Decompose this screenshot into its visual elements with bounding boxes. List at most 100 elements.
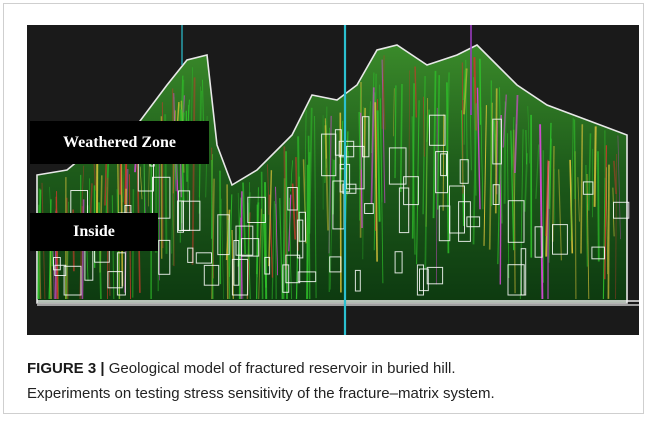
fracture-line <box>442 114 445 211</box>
fracture-line <box>479 58 482 125</box>
fracture-outline-block <box>591 246 606 260</box>
fracture-line <box>570 117 574 241</box>
fracture-line <box>511 116 515 171</box>
fracture-outline-block <box>435 151 449 194</box>
fracture-outline-block <box>240 238 260 257</box>
fracture-line <box>283 146 287 270</box>
fracture-outline-block <box>297 271 317 283</box>
caption-text-1: Geological model of fractured reservoir … <box>104 360 456 377</box>
fracture-line <box>382 79 386 130</box>
fracture-outline-block <box>354 269 361 292</box>
fracture-outline-block <box>394 251 403 274</box>
fracture-outline-block <box>507 264 525 296</box>
fracture-line <box>502 94 508 148</box>
fracture-outline-block <box>107 271 123 289</box>
fracture-outline-block <box>458 201 471 242</box>
fracture-line <box>381 55 385 129</box>
fracture-outline-block <box>582 181 594 195</box>
fracture-outline-block <box>282 264 290 293</box>
fracture-outline-block <box>398 187 410 234</box>
fracture-line <box>605 167 608 275</box>
fracture-outline-block <box>233 240 240 286</box>
fracture-line <box>267 164 270 215</box>
fracture-line <box>380 98 384 284</box>
fracture-line <box>379 84 383 203</box>
fracture-line <box>423 96 425 157</box>
fracture-line <box>258 208 262 300</box>
fracture-line <box>359 112 363 229</box>
fracture-line <box>288 197 292 300</box>
fracture-outline-block <box>264 256 271 275</box>
fracture-outline-block <box>152 176 171 219</box>
fracture-outline-block <box>534 226 543 258</box>
fracture-line <box>220 198 224 300</box>
fracture-line <box>463 68 468 115</box>
figure-frame: Weathered Zone Inside FIGURE 3 | Geologi… <box>3 3 644 414</box>
fracture-outline-block <box>203 264 220 286</box>
fracture-line <box>275 186 278 276</box>
fracture-line <box>539 124 544 300</box>
fracture-model-render <box>36 25 639 335</box>
fracture-line <box>374 102 378 262</box>
fracture-outline-block <box>296 219 304 259</box>
fracture-outline-block <box>321 133 337 177</box>
fracture-outline-block <box>217 214 230 256</box>
inside-zone-label: Inside <box>30 213 158 251</box>
fracture-line <box>586 173 590 300</box>
fracture-line <box>513 94 519 174</box>
fracture-line <box>580 124 584 254</box>
fracture-line <box>558 169 562 261</box>
fracture-line <box>483 105 487 246</box>
fracture-outline-block <box>507 200 525 243</box>
fracture-line <box>527 106 530 164</box>
fracture-line <box>313 115 317 299</box>
fracture-line <box>290 160 293 192</box>
fracture-line <box>462 69 467 101</box>
fracture-outline-block <box>459 159 469 184</box>
fracture-line <box>593 126 597 207</box>
fracture-line <box>291 183 297 240</box>
fracture-line <box>615 153 617 300</box>
fracture-outline-block <box>552 224 568 255</box>
fracture-outline-block <box>403 176 419 206</box>
fracture-line <box>414 66 418 118</box>
fracture-outline-block <box>181 200 201 231</box>
fracture-line <box>545 159 549 237</box>
fracture-line <box>394 85 397 179</box>
fracture-outline-block <box>53 257 61 271</box>
fracture-outline-block <box>492 184 500 205</box>
fracture-line <box>104 156 108 206</box>
fracture-line <box>512 129 516 294</box>
fracture-outline-block <box>329 256 342 273</box>
fracture-line <box>271 201 276 300</box>
fracture-line <box>411 83 415 239</box>
fracture-outline-block <box>426 266 444 285</box>
fracture-line <box>211 159 214 300</box>
fracture-outline-block <box>492 118 502 165</box>
fracture-line <box>324 118 328 159</box>
fracture-line <box>255 187 259 300</box>
fracture-outline-block <box>429 114 446 146</box>
fracture-line <box>510 130 515 251</box>
fracture-line <box>470 109 472 171</box>
fracture-outline-block <box>298 211 307 242</box>
fracture-line <box>535 144 540 199</box>
fracture-line <box>425 97 428 227</box>
fracture-line <box>362 107 365 260</box>
fracture-line <box>435 107 438 285</box>
fracture-outline-block <box>364 203 374 215</box>
fracture-line <box>285 151 288 300</box>
fracture-outline-block <box>388 147 407 185</box>
fracture-outline-block <box>416 264 424 296</box>
geological-model-image: Weathered Zone Inside <box>27 25 639 335</box>
fracture-outline-block <box>63 265 82 296</box>
fracture-line <box>376 110 381 222</box>
fracture-line <box>548 122 552 209</box>
fracture-line <box>381 59 386 204</box>
fracture-line <box>242 182 247 255</box>
fracture-outline-block <box>345 145 365 190</box>
fracture-line <box>437 75 440 210</box>
figure-caption: FIGURE 3 | Geological model of fractured… <box>27 356 627 406</box>
fracture-line <box>139 166 143 200</box>
fracture-line <box>228 194 233 277</box>
